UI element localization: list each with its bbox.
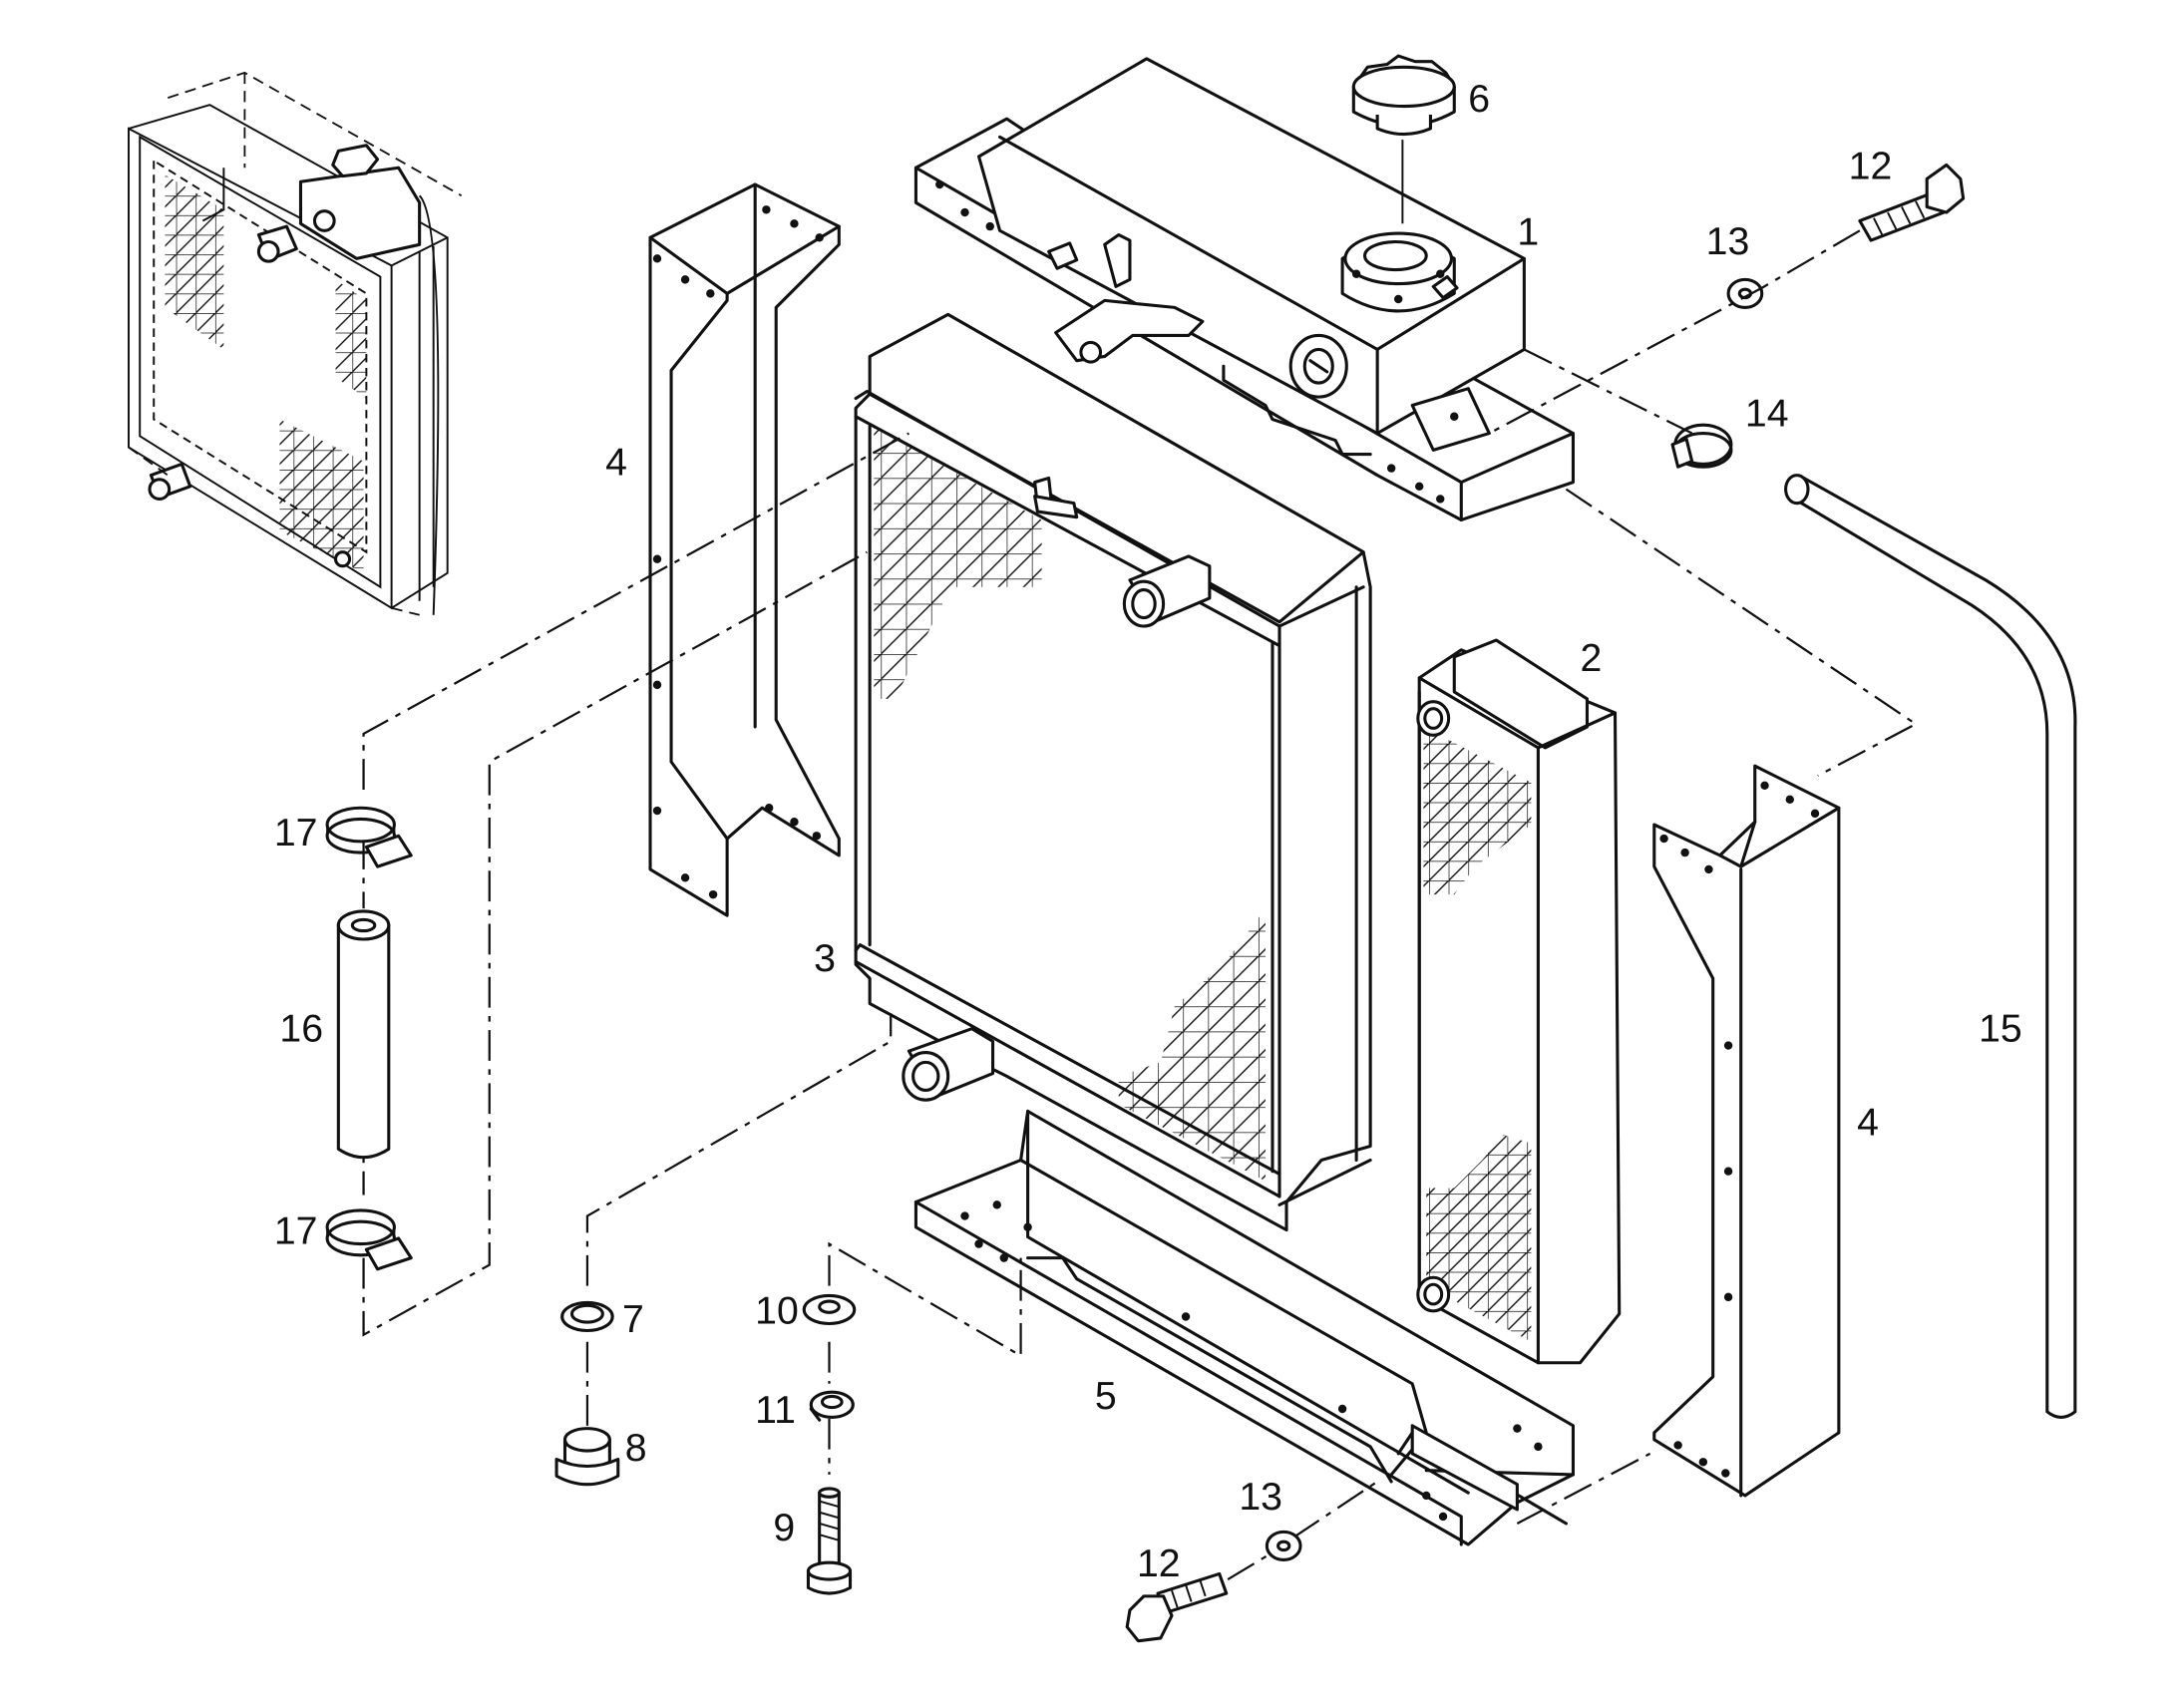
assembled-radiator-overview	[128, 71, 463, 616]
part-12-bolt-lower	[1125, 1571, 1229, 1643]
part-4-side-shroud-left	[648, 182, 841, 917]
part-3-radiator-core	[854, 312, 1372, 1232]
callout-12-lower: 12	[1137, 1541, 1181, 1585]
callout-12-upper: 12	[1849, 144, 1893, 187]
callout-13-lower: 13	[1239, 1475, 1282, 1519]
part-14-hose-clamp	[1670, 423, 1733, 469]
callout-8: 8	[625, 1426, 647, 1470]
callout-14: 14	[1745, 392, 1789, 436]
part-4-side-shroud-right	[1652, 764, 1841, 1498]
part-8-drain-plug	[554, 1427, 620, 1487]
part-9-bolt	[806, 1487, 853, 1595]
part-5-bottom-bracket	[913, 1109, 1575, 1546]
callout-16: 16	[279, 1006, 323, 1050]
part-13-washer-lower	[1265, 1530, 1302, 1561]
callout-17-lower: 17	[274, 1209, 318, 1253]
part-7-seal-ring	[560, 1300, 614, 1333]
callout-13-upper: 13	[1706, 219, 1750, 263]
part-17-hose-clamp-upper	[325, 806, 413, 868]
callout-7: 7	[622, 1297, 644, 1341]
callout-6: 6	[1468, 77, 1490, 121]
part-2-oil-cooler	[1416, 638, 1622, 1365]
part-16-hose-section	[336, 909, 391, 1160]
callout-15: 15	[1979, 1006, 2022, 1050]
callout-2: 2	[1580, 636, 1602, 680]
part-15-hose	[1784, 474, 2077, 1419]
part-6-filler-cap	[1351, 54, 1456, 224]
part-11-spring-washer	[809, 1390, 855, 1422]
callout-3: 3	[814, 936, 836, 980]
part-17-hose-clamp-lower	[325, 1208, 413, 1271]
callout-9: 9	[773, 1506, 795, 1549]
callout-17-upper: 17	[274, 811, 318, 854]
callout-10: 10	[755, 1289, 799, 1333]
part-1-expansion-tank	[913, 57, 1575, 522]
callout-11: 11	[755, 1388, 796, 1432]
callout-5: 5	[1095, 1374, 1117, 1418]
part-10-washer	[802, 1293, 857, 1326]
part-12-bolt-upper	[1858, 163, 1966, 242]
callout-4-right: 4	[1857, 1100, 1879, 1144]
callout-1: 1	[1517, 209, 1539, 253]
callout-4-left: 4	[605, 441, 627, 485]
